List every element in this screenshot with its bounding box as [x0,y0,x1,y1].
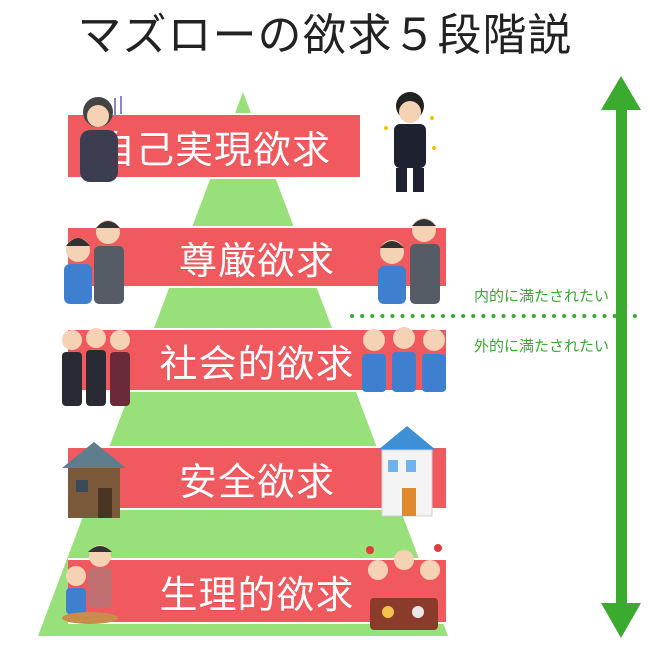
level-label: 尊厳欲求 [178,238,335,283]
double-arrow-icon [601,76,641,638]
level-label: 安全欲求 [178,459,335,504]
person-illustration [64,220,124,304]
house-illustration [62,442,126,518]
level-label: 生理的欲求 [159,572,355,617]
person-illustration [384,92,436,192]
person-illustration [362,327,446,392]
person-illustration [378,218,440,304]
level-band-physiological: 生理的欲求 [68,558,446,624]
level-band-self-actualization: 自己実現欲求 [68,113,360,179]
level-label: 自己実現欲求 [96,127,331,172]
outer-fulfillment-label: 外的に満たされたい [474,337,610,355]
house-illustration [378,426,436,517]
level-label: 社会的欲求 [159,341,355,386]
person-illustration [62,545,118,624]
person-illustration [62,328,130,406]
person-illustration [80,96,122,182]
page-title: マズローの欲求５段階説 [77,10,573,61]
person-illustration [366,544,442,630]
inner-fulfillment-label: 内的に満たされたい [474,287,610,305]
